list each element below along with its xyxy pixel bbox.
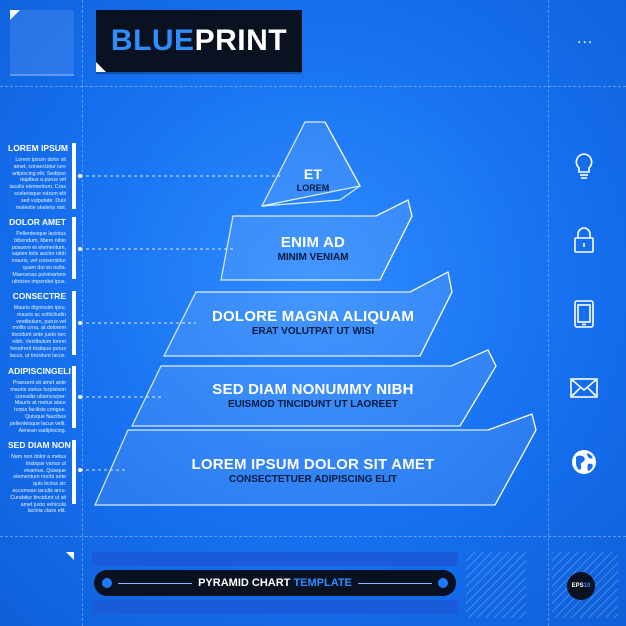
connector-dot xyxy=(78,247,82,251)
title-bar-right-dot xyxy=(436,576,450,590)
pyramid-tier-1-edge xyxy=(261,121,361,207)
guide-line xyxy=(0,536,626,537)
side-block-title: SED DIAM NON xyxy=(8,440,71,450)
tier-title: SED DIAM NONUMMY NIBH xyxy=(212,381,414,398)
title-bar-left-dot xyxy=(100,576,114,590)
tier-subtitle: ERAT VOLUTPAT UT WISI xyxy=(251,326,375,337)
side-block-text: Pellentesque lacinius bibendum, libero n… xyxy=(11,231,66,285)
envelope-icon xyxy=(570,378,598,398)
side-bar xyxy=(72,440,76,504)
side-block-1: LOREM IPSUM Lorem ipsum dolor sit amet, … xyxy=(8,143,76,211)
footer-title: PYRAMID CHART TEMPLATE xyxy=(192,577,358,589)
connector-dot xyxy=(78,468,82,472)
tier-subtitle: LOREM xyxy=(296,183,330,193)
side-bar xyxy=(72,366,76,428)
side-block-title: DOLOR AMET xyxy=(9,217,66,227)
guide-line xyxy=(82,0,83,626)
globe-icon xyxy=(572,450,596,474)
footer-title-bar: PYRAMID CHART TEMPLATE xyxy=(94,570,456,596)
side-block-text: Praesent sit amet ante mauris varius tur… xyxy=(9,380,66,434)
side-bar xyxy=(72,143,76,209)
tier-title: ENIM AD xyxy=(280,234,346,251)
logo-part-print: PRINT xyxy=(194,24,288,57)
tier-subtitle: EUISMOD TINCIDUNT UT LAOREET xyxy=(228,399,398,410)
footer-title-part1: PYRAMID CHART xyxy=(198,577,291,589)
footer-strip-bottom xyxy=(92,600,458,614)
footer-strip-top xyxy=(92,552,458,566)
tier-title: ET xyxy=(303,166,323,182)
side-block-text: Nam non dolor a metus tristique varius u… xyxy=(10,454,66,515)
side-block-text: Mauris dignissim ipsu, mauris ac sollici… xyxy=(9,305,66,359)
menu-dots-icon[interactable]: ... xyxy=(577,30,594,47)
tier-3-text: DOLORE MAGNA ALIQUAM ERAT VOLUTPAT UT WI… xyxy=(0,308,626,337)
tier-subtitle: MINIM VENIAM xyxy=(277,252,349,263)
side-block-3: CONSECTRE Mauris dignissim ipsu, mauris … xyxy=(8,291,76,359)
padlock-icon xyxy=(574,227,594,253)
tier-title: DOLORE MAGNA ALIQUAM xyxy=(211,308,415,325)
pyramid-tier-3-edge xyxy=(409,271,453,357)
side-block-title: ADIPISCINGELI xyxy=(8,366,71,376)
corner-decoration xyxy=(10,10,74,76)
side-bar xyxy=(72,217,76,279)
guide-line xyxy=(0,86,626,87)
tier-1-text: ET LOREM xyxy=(0,166,626,193)
eps-badge-text: EPS xyxy=(571,583,584,589)
eps-badge-number: 10 xyxy=(583,583,591,589)
connector-dot xyxy=(78,395,82,399)
footer-title-part2: TEMPLATE xyxy=(293,577,352,589)
side-block-title: LOREM IPSUM xyxy=(8,143,68,153)
tier-title: LOREM IPSUM DOLOR SIT AMET xyxy=(191,456,435,473)
hatch-pattern xyxy=(466,552,526,618)
side-bar xyxy=(72,291,76,355)
tier-5-text: LOREM IPSUM DOLOR SIT AMET CONSECTETUER … xyxy=(0,456,626,485)
pyramid-tier-4-edge xyxy=(450,349,497,427)
pyramid-tier-2-edge xyxy=(375,199,413,281)
pyramid-tier-1 xyxy=(260,121,361,207)
side-block-2: DOLOR AMET Pellentesque lacinius bibendu… xyxy=(8,217,76,285)
guide-line xyxy=(548,0,549,626)
tier-4-text: SED DIAM NONUMMY NIBH EUISMOD TINCIDUNT … xyxy=(0,381,626,410)
connector-dot xyxy=(78,321,82,325)
tier-2-text: ENIM AD MINIM VENIAM xyxy=(0,234,626,263)
pyramid-tier-5-edge xyxy=(487,413,537,506)
side-block-title: CONSECTRE xyxy=(12,291,66,301)
side-block-5: SED DIAM NON Nam non dolor a metus trist… xyxy=(8,440,76,514)
side-block-text: Lorem ipsum dolor sit amet, consectetur … xyxy=(9,157,66,211)
logo-part-blue: BLUE xyxy=(110,24,195,57)
side-block-4: ADIPISCINGELI Praesent sit amet ante mau… xyxy=(8,366,76,434)
tier-subtitle: CONSECTETUER ADIPISCING ELIT xyxy=(229,474,397,485)
connector-dot xyxy=(78,174,82,178)
corner-mark xyxy=(66,552,74,560)
lightbulb-icon xyxy=(575,153,593,179)
tablet-icon xyxy=(574,300,594,328)
